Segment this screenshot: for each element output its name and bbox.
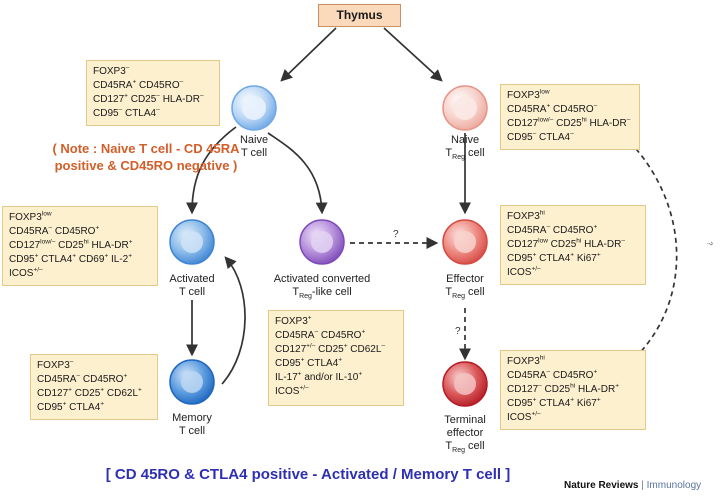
label-terminal-effector-treg: Terminal effector TReg cell — [444, 414, 486, 455]
cell-terminal-effector-treg — [442, 361, 488, 407]
marker-line: FOXP3– — [37, 358, 74, 371]
journal-credit: Nature Reviews | Immunology — [564, 480, 701, 491]
marker-line: CD95+ CTLA4+ — [275, 356, 343, 369]
marker-line: ICOS+/– — [507, 265, 541, 278]
side-unknown-marker: ? — [705, 241, 713, 246]
marker-line: FOXP3low — [9, 210, 52, 223]
unknown-marker-converted: ? — [393, 229, 399, 240]
marker-line: CD127+/– CD25+ CD62L– — [275, 342, 386, 355]
marker-line: CD95+ CTLA4+ Ki67+ — [507, 396, 601, 409]
journal-section: Immunology — [646, 480, 702, 491]
marker-line: IL-17+ and/or IL-10+ — [275, 370, 363, 383]
unknown-marker-effector: ? — [455, 326, 461, 337]
marker-line: ICOS+/– — [507, 410, 541, 423]
footer-caption: [ CD 45RO & CTLA4 positive - Activated /… — [105, 466, 511, 483]
marker-line: FOXP3hi — [507, 354, 545, 367]
marker-line: CD127low CD25hi HLA-DR– — [507, 237, 625, 250]
marker-line: CD45RA– CD45RO+ — [507, 223, 598, 236]
marker-box-memory: FOXP3–CD45RA– CD45RO+CD127+ CD25+ CD62L+… — [30, 354, 158, 420]
marker-line: CD127+ CD25– HLA-DR– — [93, 92, 204, 105]
marker-line: CD45RA+ CD45RO– — [507, 102, 598, 115]
marker-box-converted: FOXP3+CD45RA– CD45RO+CD127+/– CD25+ CD62… — [268, 310, 404, 406]
marker-line: CD127+ CD25+ CD62L+ — [37, 386, 142, 399]
marker-line: CD127low/– CD25hi HLA-DR– — [507, 116, 631, 129]
credit-separator: | — [641, 480, 644, 491]
marker-line: CD95– CTLA4– — [507, 130, 574, 143]
marker-line: FOXP3– — [93, 64, 130, 77]
marker-line: CD45RA– CD45RO+ — [275, 328, 366, 341]
label-memory-t: Memory T cell — [172, 412, 212, 437]
marker-line: FOXP3+ — [275, 314, 312, 327]
edge-thymus-naive-treg — [383, 27, 443, 82]
marker-box-naive: FOXP3–CD45RA+ CD45RO–CD127+ CD25– HLA-DR… — [86, 60, 220, 126]
edge-memory-activated — [221, 256, 246, 385]
marker-line: FOXP3low — [507, 88, 550, 101]
label-activated-converted-treg: Activated converted TReg-like cell — [273, 273, 371, 301]
edge-naive-converted — [267, 132, 328, 215]
marker-line: CD95+ CTLA4+ — [37, 400, 105, 413]
marker-line: ICOS+/– — [275, 384, 309, 397]
journal-name: Nature Reviews — [564, 480, 639, 491]
edge-naive-activated — [186, 126, 237, 215]
marker-line: CD45RA– CD45RO+ — [507, 368, 598, 381]
label-effector-treg: Effector TReg cell — [445, 273, 485, 301]
marker-line: CD45RA– CD45RO+ — [37, 372, 128, 385]
marker-line: CD127– CD25hi HLA-DR+ — [507, 382, 619, 395]
marker-line: CD95+ CTLA4+ CD69+ IL-2+ — [9, 252, 133, 265]
label-naive-treg: Naive TReg cell — [445, 134, 485, 162]
thymus-box: Thymus — [318, 4, 401, 27]
naive-note: ( Note : Naive T cell - CD 45RA positive… — [52, 141, 240, 173]
cell-memory-t — [169, 359, 215, 405]
marker-line: CD45RA+ CD45RO– — [93, 78, 184, 91]
marker-line: CD45RA– CD45RO+ — [9, 224, 100, 237]
cell-activated-converted-treg — [299, 219, 345, 265]
cell-naive-t — [231, 85, 277, 131]
marker-line: FOXP3hi — [507, 209, 545, 222]
cell-activated-t — [169, 219, 215, 265]
cell-effector-treg — [442, 219, 488, 265]
edge-thymus-naive — [280, 27, 337, 82]
label-naive-t: Naive T cell — [239, 134, 269, 159]
marker-line: CD95– CTLA4– — [93, 106, 160, 119]
marker-line: CD95+ CTLA4+ Ki67+ — [507, 251, 601, 264]
cell-naive-treg — [442, 85, 488, 131]
label-activated-t: Activated T cell — [169, 273, 215, 298]
marker-line: CD127low/– CD25hi HLA-DR+ — [9, 238, 133, 251]
marker-line: ICOS+/– — [9, 266, 43, 279]
